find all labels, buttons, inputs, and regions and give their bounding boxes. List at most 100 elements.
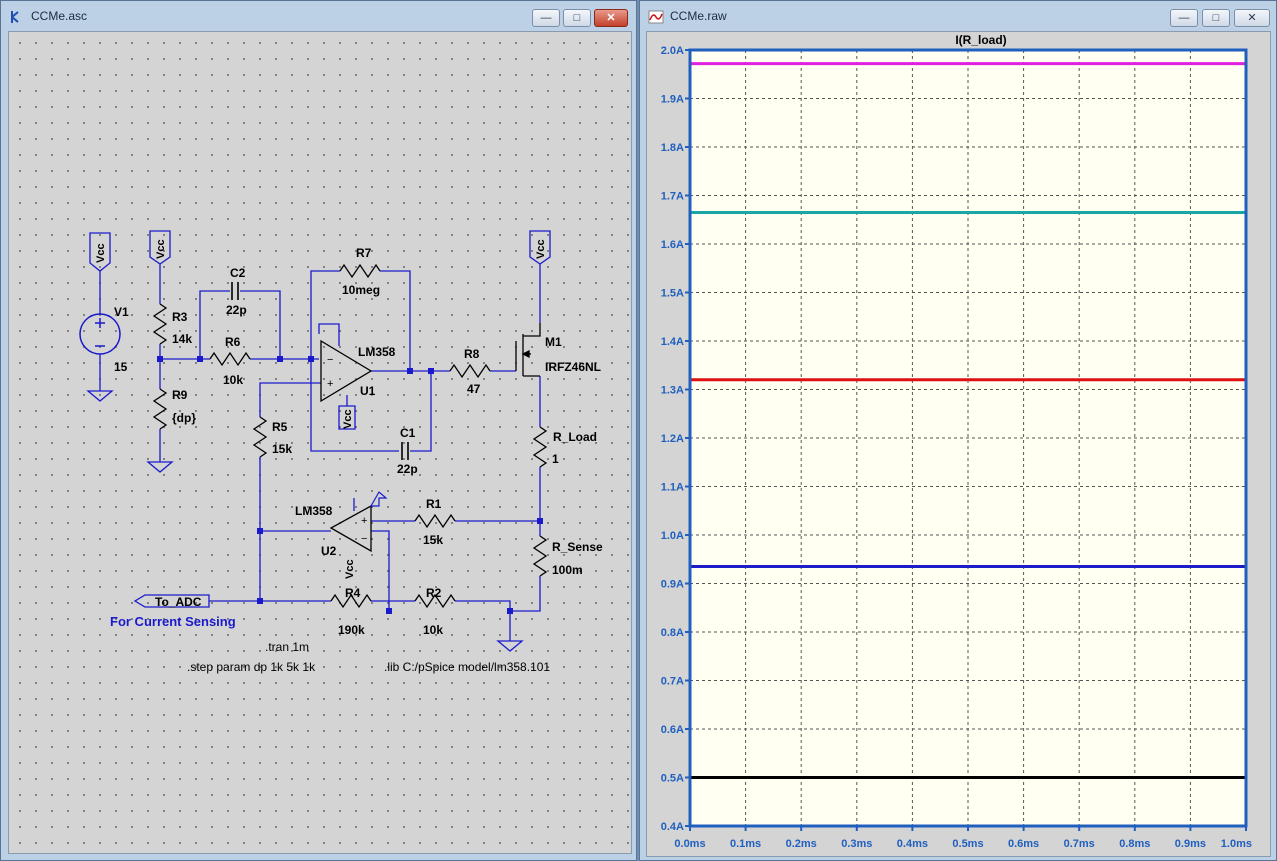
y-tick-label: 1.7A — [661, 191, 684, 203]
ground-symbol-r2 — [496, 640, 524, 652]
r2-name: R2 — [426, 586, 442, 600]
r8-value: 47 — [467, 382, 481, 396]
vcc-label-v1: Vcc — [89, 232, 111, 272]
m1-name: M1 — [545, 335, 562, 349]
schematic-drawing: Vcc Vcc Vcc Vcc Vcc — [79, 230, 603, 674]
junction-dots — [157, 356, 543, 614]
r8-resistor[interactable] — [449, 363, 491, 379]
r2-resistor[interactable] — [414, 593, 456, 609]
svg-text:Vcc: Vcc — [95, 243, 107, 263]
svg-text:Vcc: Vcc — [155, 239, 167, 259]
r1-value: 15k — [423, 533, 443, 547]
y-tick-label: 0.4A — [661, 821, 684, 833]
y-tick-label: 1.1A — [661, 482, 684, 494]
r6-name: R6 — [225, 335, 241, 349]
wires — [99, 264, 541, 641]
r9-resistor[interactable] — [152, 388, 168, 430]
x-tick-label: 0.4ms — [897, 838, 928, 850]
maximize-button[interactable]: □ — [563, 9, 591, 27]
m1-mosfet[interactable] — [515, 323, 541, 377]
vcc-label-u2: Vcc — [344, 559, 356, 579]
maximize-button[interactable]: □ — [1202, 9, 1230, 27]
x-tick-label: 0.5ms — [952, 838, 983, 850]
x-tick-label: 0.0ms — [674, 838, 705, 850]
y-tick-label: 0.6A — [661, 724, 684, 736]
rsense-resistor[interactable] — [532, 535, 548, 577]
ground-symbol-r9 — [146, 461, 174, 473]
r1-name: R1 — [426, 497, 442, 511]
r7-name: R7 — [356, 246, 372, 260]
x-tick-label: 0.6ms — [1008, 838, 1039, 850]
ltspice-schematic-icon — [11, 11, 19, 23]
r4-resistor[interactable] — [330, 593, 372, 609]
r3-value: 14k — [172, 332, 192, 346]
rload-value: 1 — [552, 452, 559, 466]
svg-text:−: − — [361, 533, 367, 545]
minimize-button[interactable]: — — [532, 9, 560, 27]
trace-lines — [690, 62, 1246, 779]
svg-text:+: + — [361, 515, 367, 527]
y-tick-label: 1.9A — [661, 94, 684, 106]
y-tick-label: 0.5A — [661, 773, 684, 785]
y-tick-label: 1.0A — [661, 530, 684, 542]
schematic-title: CCMe.asc — [31, 9, 88, 23]
svg-text:To_ADC: To_ADC — [155, 595, 202, 609]
schematic-canvas[interactable]: Vcc Vcc Vcc Vcc Vcc — [8, 31, 632, 854]
close-button[interactable]: ✕ — [594, 9, 628, 27]
lib-directive[interactable]: .lib C:/pSpice model/lm358.101 — [384, 660, 550, 674]
v1-source[interactable] — [79, 313, 121, 402]
waveform-titlebar[interactable]: CCMe.raw — □ ✕ — [640, 1, 1276, 33]
r5-name: R5 — [272, 420, 288, 434]
r9-name: R9 — [172, 388, 188, 402]
y-tick-label: 1.2A — [661, 433, 684, 445]
schematic-titlebar[interactable]: CCMe.asc — □ ✕ — [1, 1, 636, 33]
c2-capacitor[interactable] — [231, 282, 239, 300]
tran-directive[interactable]: .tran 1m — [265, 640, 309, 654]
u1-model: LM358 — [358, 345, 396, 359]
r9-value: {dp} — [172, 411, 196, 425]
waveform-title: CCMe.raw — [670, 9, 727, 23]
r8-name: R8 — [464, 347, 480, 361]
current-chart[interactable]: I(R_load) 0.4A0.5A0.6A0.7A0.8A0.9A1.0A1.… — [647, 32, 1270, 856]
schematic-window[interactable]: CCMe.asc — □ ✕ — [0, 0, 637, 861]
r7-resistor[interactable] — [339, 263, 381, 279]
close-button[interactable]: ✕ — [1234, 9, 1270, 27]
y-axis: 0.4A0.5A0.6A0.7A0.8A0.9A1.0A1.1A1.2A1.3A… — [661, 45, 690, 833]
r6-resistor[interactable] — [209, 351, 251, 367]
r1-resistor[interactable] — [414, 513, 456, 529]
to-adc-port[interactable]: To_ADC — [133, 594, 210, 609]
step-directive[interactable]: .step param dp 1k 5k 1k — [187, 660, 316, 674]
rload-name: R_Load — [553, 430, 597, 444]
y-tick-label: 1.6A — [661, 239, 684, 251]
chart-title[interactable]: I(R_load) — [955, 33, 1006, 47]
y-tick-label: 0.8A — [661, 627, 684, 639]
rload-resistor[interactable] — [532, 426, 548, 468]
svg-text:Vcc: Vcc — [342, 409, 354, 429]
u2-name: U2 — [321, 544, 337, 558]
r4-value: 190k — [338, 623, 365, 637]
c1-name: C1 — [400, 426, 416, 440]
minimize-button[interactable]: — — [1170, 9, 1198, 27]
svg-text:+: + — [327, 378, 333, 390]
u2-model: LM358 — [295, 504, 333, 518]
r5-resistor[interactable] — [252, 416, 268, 458]
r3-resistor[interactable] — [152, 303, 168, 345]
c1-value: 22p — [397, 462, 418, 476]
r7-value: 10meg — [342, 283, 380, 297]
x-tick-label: 0.9ms — [1175, 838, 1206, 850]
svg-text:Vcc: Vcc — [535, 239, 547, 259]
c2-name: C2 — [230, 266, 246, 280]
x-tick-label: 0.8ms — [1119, 838, 1150, 850]
x-tick-label: 1.0ms — [1221, 838, 1252, 850]
x-tick-label: 0.2ms — [786, 838, 817, 850]
r3-name: R3 — [172, 310, 188, 324]
rsense-name: R_Sense — [552, 540, 603, 554]
c1-capacitor[interactable] — [401, 442, 409, 460]
r6-value: 10k — [223, 373, 243, 387]
u2-opamp[interactable]: + − — [329, 491, 388, 553]
y-tick-label: 1.8A — [661, 142, 684, 154]
u1-opamp[interactable]: − + — [320, 339, 373, 403]
